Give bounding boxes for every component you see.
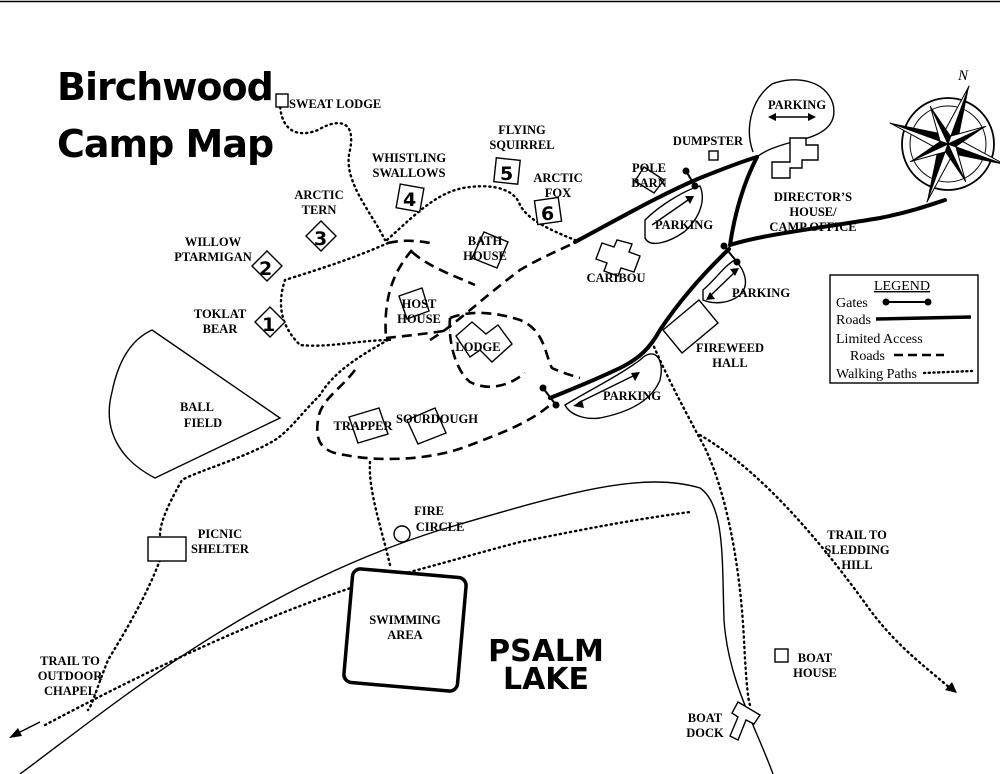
lodge-label: LODGE xyxy=(455,340,500,354)
fireweed-hall-label-line2: HALL xyxy=(712,356,747,370)
cabin-name-1-line1: TOKLAT xyxy=(194,307,247,321)
limited-access-roads xyxy=(315,238,581,461)
cabin-name-6-line1: ARCTIC xyxy=(533,171,582,185)
legend-roads-label: Roads xyxy=(836,313,871,328)
sledding-trail-label-line2: SLEDDING xyxy=(824,543,890,557)
boat-house-label-line2: HOUSE xyxy=(793,666,837,680)
lake-name-line2: LAKE xyxy=(503,662,589,697)
directors-house-label-line1: DIRECTOR’S xyxy=(774,190,852,204)
swimming-area-label-line1: SWIMMING xyxy=(369,613,441,627)
cabin-number-2: 2 xyxy=(259,258,272,280)
cabin-name-2-line1: WILLOW xyxy=(185,235,242,249)
cabin-name-3-line2: TERN xyxy=(302,203,337,217)
pole-barn-label-line2: BARN xyxy=(631,176,666,190)
compass-north-label: N xyxy=(957,68,969,84)
dumpster-label: DUMPSTER xyxy=(673,134,744,148)
map-title-line2: Camp Map xyxy=(57,122,273,166)
buildings xyxy=(108,93,819,741)
sledding-trail-label-line3: HILL xyxy=(841,558,872,572)
chapel-trail-label-line2: OUTDOOR xyxy=(38,669,104,683)
boat-dock-label-line2: DOCK xyxy=(686,726,724,740)
ball-field xyxy=(108,329,282,479)
host-house-label-line1: HOST xyxy=(402,297,437,311)
ball-field-label-line2: FIELD xyxy=(184,416,222,430)
cabin-name-4-line2: SWALLOWS xyxy=(373,166,446,180)
chapel-trail-label-line3: CHAPEL xyxy=(44,684,96,698)
cabin-number-4: 4 xyxy=(403,189,416,211)
legend: LEGEND Gates Roads Limited Access Roads … xyxy=(829,274,979,384)
bath-house-label-line1: BATH xyxy=(468,234,503,248)
legend-title: LEGEND xyxy=(874,279,930,294)
roads xyxy=(548,155,947,400)
sourdough-label: SOURDOUGH xyxy=(396,412,478,426)
ball-field-label-line1: BALL xyxy=(180,400,214,414)
cabin-number-6: 6 xyxy=(541,203,554,225)
legend-limited-label-line1: Limited Access xyxy=(836,332,923,347)
fire-circle-label-line1: FIRE xyxy=(414,504,444,518)
directors-house-label-line2: HOUSE/ xyxy=(789,205,837,219)
lake-shoreline xyxy=(19,481,774,774)
pole-barn-label-line1: POLE xyxy=(632,161,666,175)
boat-house-label-line1: BOAT xyxy=(798,651,833,665)
swimming-area-label-line2: AREA xyxy=(387,628,422,642)
cabin-name-2-line2: PTARMIGAN xyxy=(174,250,252,264)
cabin-name-5-line2: SQUIRREL xyxy=(489,138,554,152)
cabin-number-5: 5 xyxy=(500,163,513,185)
host-house-label-line2: HOUSE xyxy=(397,312,441,326)
parking-pole-barn-label: PARKING xyxy=(655,218,713,232)
legend-limited-label-line2: Roads xyxy=(850,349,885,364)
boat-dock-label-line1: BOAT xyxy=(688,711,723,725)
picnic-shelter-label-line2: SHELTER xyxy=(191,542,250,556)
cabin-name-5-line1: FLYING xyxy=(498,123,546,137)
caribou-label: CARIBOU xyxy=(586,271,645,285)
map-title-line1: Birchwood xyxy=(57,65,273,109)
lake-name-line1: PSALM xyxy=(488,634,604,669)
legend-walking-label: Walking Paths xyxy=(836,367,917,382)
legend-gates-label: Gates xyxy=(836,296,868,311)
chapel-trail-label-line1: TRAIL TO xyxy=(40,654,100,668)
cabin-name-6-line2: FOX xyxy=(545,186,571,200)
walking-paths xyxy=(9,100,957,738)
parking-top-label: PARKING xyxy=(768,98,826,112)
cabin-name-1-line2: BEAR xyxy=(203,322,239,336)
bath-house-label-line2: HOUSE xyxy=(463,249,507,263)
fire-circle-label-line2: CIRCLE xyxy=(416,520,465,534)
trapper-label: TRAPPER xyxy=(333,419,393,433)
parking-lodge-label: PARKING xyxy=(603,389,661,403)
cabin-number-1: 1 xyxy=(262,314,275,336)
parking-lots xyxy=(564,79,835,420)
compass-rose-icon xyxy=(889,85,1000,203)
fireweed-hall-label-line1: FIREWEED xyxy=(696,341,764,355)
parking-fireweed-label: PARKING xyxy=(732,286,790,300)
cabin-markers xyxy=(251,157,563,338)
cabin-name-3-line1: ARCTIC xyxy=(294,188,343,202)
picnic-shelter-label-line1: PICNIC xyxy=(198,527,242,541)
cabin-number-3: 3 xyxy=(314,228,327,250)
cabin-name-4-line1: WHISTLING xyxy=(372,151,447,165)
directors-house-label-line3: CAMP OFFICE xyxy=(769,220,856,234)
sledding-trail-label-line1: TRAIL TO xyxy=(827,528,887,542)
sweat-lodge-label: SWEAT LODGE xyxy=(289,97,381,111)
